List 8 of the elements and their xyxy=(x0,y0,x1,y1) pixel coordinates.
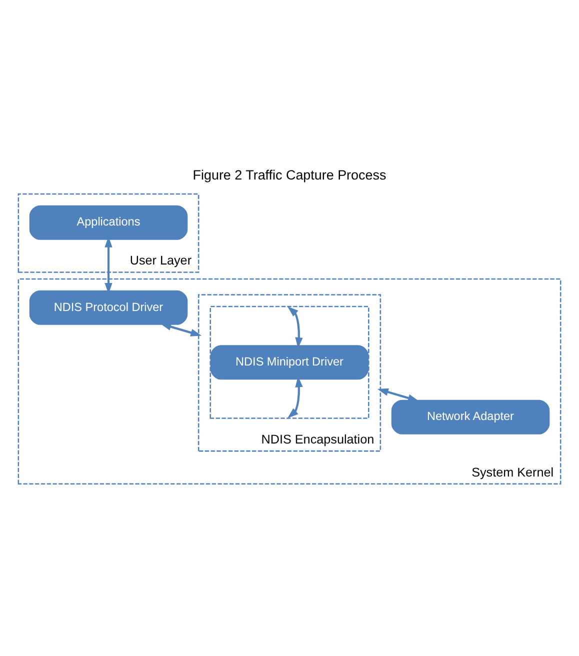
node-box: Network Adapter xyxy=(391,400,550,434)
node-box: Applications xyxy=(29,205,188,240)
arrow xyxy=(160,323,202,336)
node-box: NDIS Miniport Driver xyxy=(210,345,369,380)
arrow xyxy=(287,306,303,348)
node-box: NDIS Protocol Driver xyxy=(29,290,188,325)
arrow xyxy=(377,388,419,402)
diagram-title: Figure 2 Traffic Capture Process xyxy=(192,168,386,183)
